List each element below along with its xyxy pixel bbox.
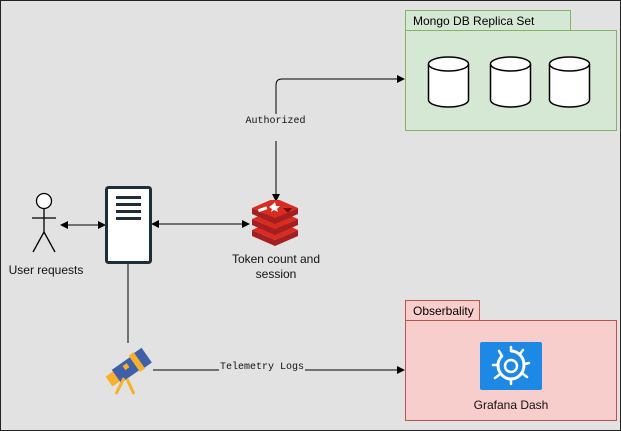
redis-label-line2: session	[255, 267, 297, 281]
telescope-icon	[102, 344, 156, 401]
user-icon	[30, 192, 58, 259]
redis-label-line1: Token count and	[231, 252, 321, 266]
telemetry-edge-label: Telemetry Logs	[219, 360, 305, 376]
authorized-edge-label: Authorized	[244, 114, 307, 141]
grafana-icon	[480, 342, 542, 390]
mongo-group	[405, 30, 617, 131]
observability-group: Grafana Dash	[405, 320, 617, 421]
mongo-group-title: Mongo DB Replica Set	[405, 10, 571, 31]
redis-icon	[250, 198, 300, 251]
grafana-label: Grafana Dash	[473, 398, 549, 412]
database-icon	[427, 56, 591, 108]
server-icon	[105, 186, 152, 269]
user-label: User requests	[8, 263, 84, 277]
observability-group-title: Obserbality	[405, 300, 480, 321]
edge-redis-mongo	[272, 75, 405, 202]
